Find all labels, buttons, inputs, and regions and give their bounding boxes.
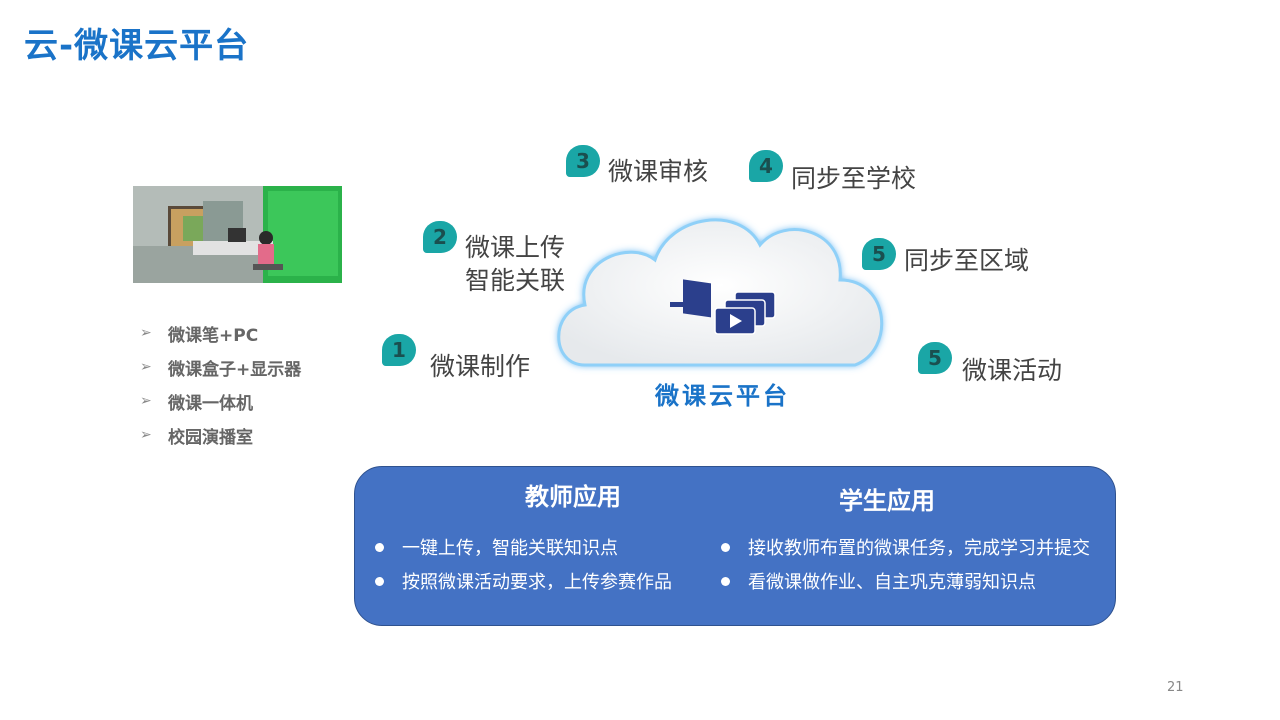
step-3: 3 微课审核 bbox=[566, 145, 708, 188]
device-item: ➢微课盒子+显示器 bbox=[140, 359, 302, 380]
bullet-icon bbox=[375, 576, 384, 586]
step-number-badge: 5 bbox=[862, 238, 896, 270]
bullet-icon bbox=[721, 576, 730, 586]
computer-icon bbox=[670, 279, 711, 318]
step-label: 微课上传 智能关联 bbox=[465, 233, 566, 295]
list-item: 接收教师布置的微课任务，完成学习并提交 bbox=[721, 530, 1111, 564]
cloud-graphic bbox=[545, 190, 905, 395]
step-number-badge: 1 bbox=[382, 334, 416, 366]
student-list: 接收教师布置的微课任务，完成学习并提交 看微课做作业、自主巩克薄弱知识点 bbox=[721, 530, 1111, 598]
list-item: 按照微课活动要求，上传参赛作品 bbox=[375, 564, 715, 598]
step-label: 同步至区域 bbox=[904, 246, 1030, 275]
teacher-column: 教师应用 一键上传，智能关联知识点 按照微课活动要求，上传参赛作品 bbox=[375, 467, 715, 598]
step-label: 同步至学校 bbox=[791, 164, 917, 193]
video-stack-icon bbox=[714, 291, 776, 335]
list-item: 一键上传，智能关联知识点 bbox=[375, 530, 715, 564]
step-4: 4 同步至学校 bbox=[749, 150, 916, 195]
student-column: 学生应用 接收教师布置的微课任务，完成学习并提交 看微课做作业、自主巩克薄弱知识… bbox=[721, 467, 1111, 598]
student-heading: 学生应用 bbox=[839, 487, 935, 515]
step-1: 1 微课制作 bbox=[382, 334, 530, 383]
arrow-icon: ➢ bbox=[140, 325, 152, 341]
step-number-badge: 3 bbox=[566, 145, 600, 177]
studio-photo bbox=[133, 186, 342, 283]
step-5-activity: 5 微课活动 bbox=[918, 342, 1062, 387]
page-number: 21 bbox=[1167, 680, 1184, 695]
step-number-badge: 5 bbox=[918, 342, 952, 374]
step-label: 微课活动 bbox=[962, 356, 1063, 385]
applications-panel: 教师应用 一键上传，智能关联知识点 按照微课活动要求，上传参赛作品 学生应用 接… bbox=[354, 466, 1116, 626]
arrow-icon: ➢ bbox=[140, 393, 152, 409]
device-list: ➢微课笔+PC ➢微课盒子+显示器 ➢微课一体机 ➢校园演播室 bbox=[140, 316, 301, 452]
step-2: 2 微课上传 智能关联 bbox=[423, 221, 565, 297]
teacher-list: 一键上传，智能关联知识点 按照微课活动要求，上传参赛作品 bbox=[375, 530, 715, 598]
arrow-icon: ➢ bbox=[140, 427, 152, 443]
step-number-badge: 2 bbox=[423, 221, 457, 253]
studio-image bbox=[133, 186, 342, 283]
device-item: ➢微课笔+PC bbox=[140, 325, 259, 346]
arrow-icon: ➢ bbox=[140, 359, 152, 375]
cloud-platform-label: 微课云平台 bbox=[655, 382, 790, 410]
list-item: 看微课做作业、自主巩克薄弱知识点 bbox=[721, 564, 1111, 598]
slide-title: 云-微课云平台 bbox=[24, 26, 250, 66]
step-number-badge: 4 bbox=[749, 150, 783, 182]
bullet-icon bbox=[721, 542, 730, 552]
teacher-heading: 教师应用 bbox=[525, 483, 621, 511]
step-label: 微课制作 bbox=[430, 352, 531, 381]
device-item: ➢微课一体机 bbox=[140, 393, 253, 414]
device-item: ➢校园演播室 bbox=[140, 427, 253, 448]
bullet-icon bbox=[375, 542, 384, 552]
step-5-region: 5 同步至区域 bbox=[862, 238, 1029, 277]
step-label: 微课审核 bbox=[608, 157, 709, 186]
